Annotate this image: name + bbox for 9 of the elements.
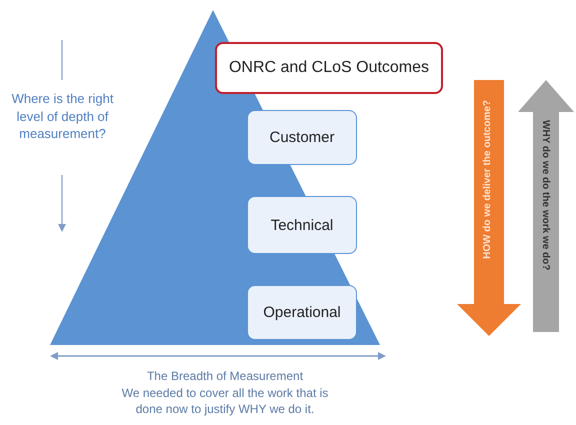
note-text: We needed to cover all the work that is done now to justify WHY we do it. <box>120 385 330 418</box>
question-text: Where is the right level of depth of measurement? <box>10 90 114 143</box>
axis-title: The Breadth of Measurement <box>146 368 304 384</box>
level-box: Customer <box>247 110 357 165</box>
level-box: Technical <box>247 196 357 254</box>
arrow-text: HOW do we deliver the outcome? <box>482 100 493 259</box>
level-box: Operational <box>247 285 357 340</box>
arrow-text: WHY do we do the work we do? <box>540 120 551 270</box>
outcome-box: ONRC and CLoS Outcomes <box>215 42 443 94</box>
